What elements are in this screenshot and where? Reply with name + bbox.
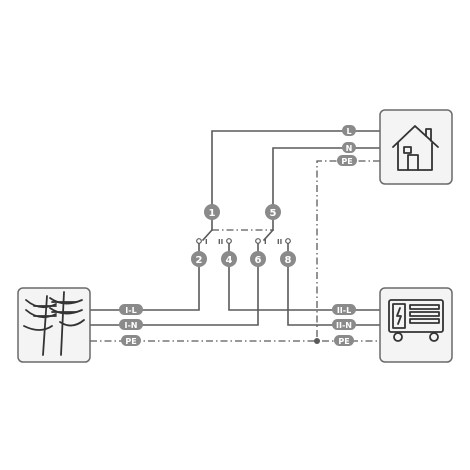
switch-blade-5 (262, 228, 275, 242)
label-grid-n-text: I-N (125, 321, 138, 330)
generator-box (379, 287, 453, 363)
pe-junction-dot (314, 338, 320, 344)
terminal-1-label: 1 (209, 208, 216, 219)
label-grid-pe (121, 335, 141, 346)
terminal-5-label: 5 (270, 208, 277, 219)
house-frame (379, 109, 453, 185)
label-grid-n (119, 319, 143, 330)
contact-8 (285, 238, 291, 244)
generator-icon (388, 299, 444, 342)
contact-2 (196, 238, 202, 244)
label-gen-n (332, 319, 356, 330)
terminal-2 (191, 251, 207, 267)
switch-blade-1 (201, 228, 214, 242)
power-pole-icon (23, 291, 85, 356)
line-labels: L N PE I-L I-N PE II-L II-N PE (119, 125, 357, 346)
terminal-2-label: 2 (196, 255, 203, 266)
terminal-4 (221, 251, 237, 267)
terminal-1 (204, 204, 220, 220)
contact-label-p6: I (264, 238, 267, 246)
terminal-8-label: 8 (285, 255, 292, 266)
label-gen-pe (334, 335, 354, 346)
label-house-pe-text: PE (341, 157, 352, 166)
wire-gen-l (228, 266, 381, 311)
grid-frame (17, 287, 91, 363)
grid-box (17, 287, 91, 363)
label-house-pe (337, 155, 357, 166)
label-gen-pe-text: PE (338, 337, 349, 346)
contact-4 (226, 238, 232, 244)
generator-frame (379, 287, 453, 363)
label-house-n-text: N (346, 144, 353, 153)
switch-terminals: 1 5 2 4 6 8 (191, 204, 296, 267)
wire-grid-n (89, 266, 259, 326)
label-gen-l (332, 304, 356, 315)
wire-grid-l (89, 266, 200, 311)
label-house-l (342, 125, 356, 136)
house-box (379, 109, 453, 185)
label-grid-pe-text: PE (125, 337, 136, 346)
contact-label-p4: II (218, 238, 223, 246)
label-gen-n-text: II-N (336, 321, 352, 330)
terminal-6 (250, 251, 266, 267)
wire-gen-n (287, 266, 381, 326)
terminal-4-label: 4 (226, 255, 233, 266)
terminal-5 (265, 204, 281, 220)
contact-label-p2: I (205, 238, 208, 246)
label-grid-l-text: I-L (125, 306, 136, 315)
contact-6 (255, 238, 261, 244)
terminal-6-label: 6 (255, 255, 262, 266)
terminal-8 (280, 251, 296, 267)
wire-house-n (272, 147, 381, 205)
label-grid-l (119, 304, 143, 315)
wire-house-pe (316, 160, 380, 341)
house-icon (392, 125, 439, 171)
switch-contacts: I II I II (196, 238, 291, 246)
label-house-n (342, 142, 356, 153)
label-gen-l-text: II-L (337, 306, 351, 315)
contact-label-p8: II (277, 238, 282, 246)
wire-house-l (211, 130, 381, 205)
label-house-l-text: L (346, 127, 351, 136)
